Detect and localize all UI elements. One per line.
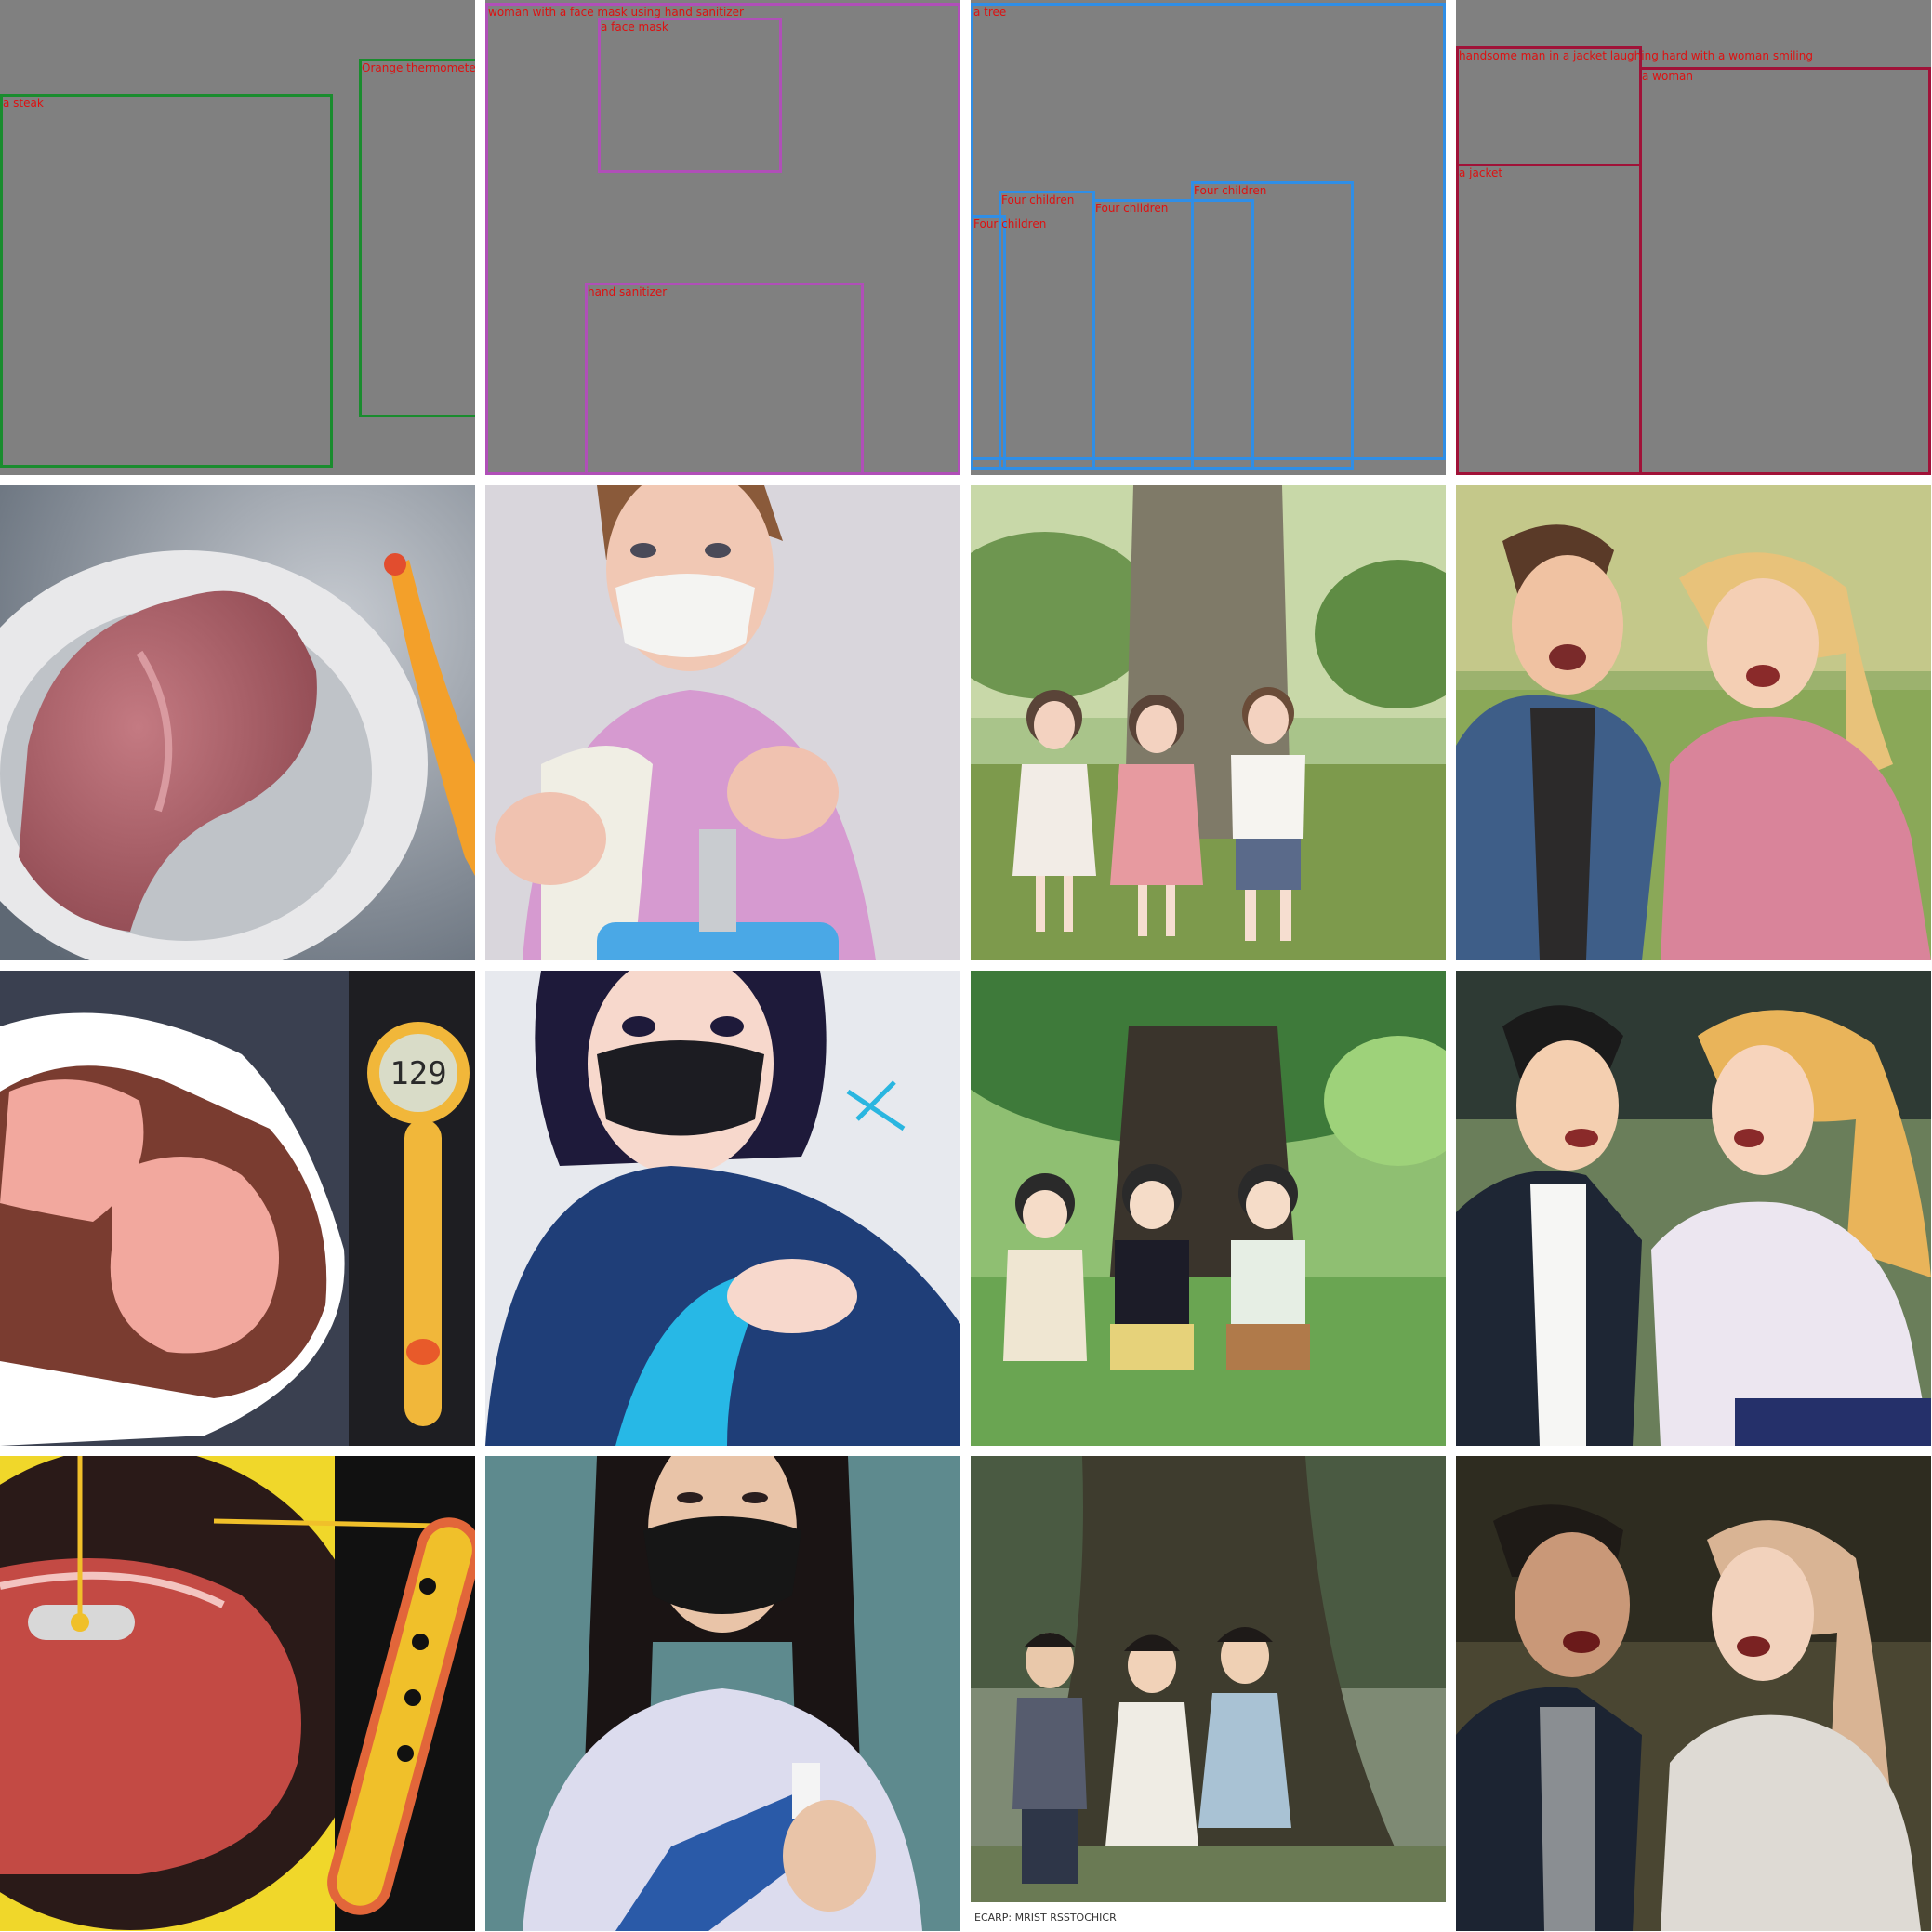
steak-cartoon-with-thermometer: 129 [0, 971, 475, 1446]
layout-map-couple: handsome man in a jacket laughing hard w… [1456, 0, 1931, 475]
bbox-label: a tree [973, 6, 1007, 19]
bbox-label: Four children [1194, 184, 1267, 197]
photo-caption: ECARP: MRIST RSSTOCHICR [974, 1912, 1117, 1924]
bbox-label: a jacket [1459, 166, 1503, 179]
children-under-tree-anime [971, 971, 1446, 1446]
layout-map-steak: a steak Orange thermometer [0, 0, 475, 475]
couple-laughing-photo [1456, 1456, 1931, 1931]
bbox-label: Four children [1001, 193, 1075, 206]
bbox-child: Four children [971, 215, 1046, 470]
woman-mask-sanitizer-anime [485, 971, 960, 1446]
bbox-label: Four children [1095, 202, 1169, 215]
bbox-label: a woman [1642, 70, 1693, 83]
bbox-steak: a steak [0, 94, 333, 468]
steak-pop-art-with-thermometer [0, 1456, 475, 1931]
bbox-woman: a woman [1639, 67, 1931, 475]
children-under-tree-photo: ECARP: MRIST RSSTOCHICR [971, 1456, 1446, 1931]
couple-laughing-anime [1456, 971, 1931, 1446]
children-under-tree-3d-render [971, 485, 1446, 960]
svg-text:129: 129 [390, 1055, 446, 1092]
layout-map-sanitizer: woman with a face mask using hand saniti… [485, 0, 960, 475]
bbox-label: handsome man in a jacket laughing hard w… [1459, 49, 1813, 62]
woman-mask-sanitizer-3d-render [485, 485, 960, 960]
bbox-thermometer: Orange thermometer [359, 59, 475, 417]
bbox-jacket: a jacket [1456, 164, 1642, 475]
bbox-child: Four children [1092, 199, 1254, 470]
steak-realistic-render [0, 485, 475, 960]
bbox-face-mask: a face mask [598, 18, 782, 173]
bbox-child: Four children [1191, 181, 1354, 470]
bbox-child: Four children [999, 191, 1095, 470]
bbox-hand-sanitizer: hand sanitizer [585, 283, 864, 475]
bbox-label: Four children [973, 218, 1047, 231]
bbox-label: a steak [3, 97, 44, 110]
bbox-label: a face mask [601, 20, 668, 33]
bbox-label: woman with a face mask using hand saniti… [488, 6, 744, 19]
bbox-label: Orange thermometer [362, 61, 475, 74]
woman-mask-sanitizer-photo [485, 1456, 960, 1931]
layout-map-children: a tree Four children Four children Four … [971, 0, 1446, 475]
couple-laughing-3d-render [1456, 485, 1931, 960]
bbox-label: hand sanitizer [588, 285, 668, 298]
